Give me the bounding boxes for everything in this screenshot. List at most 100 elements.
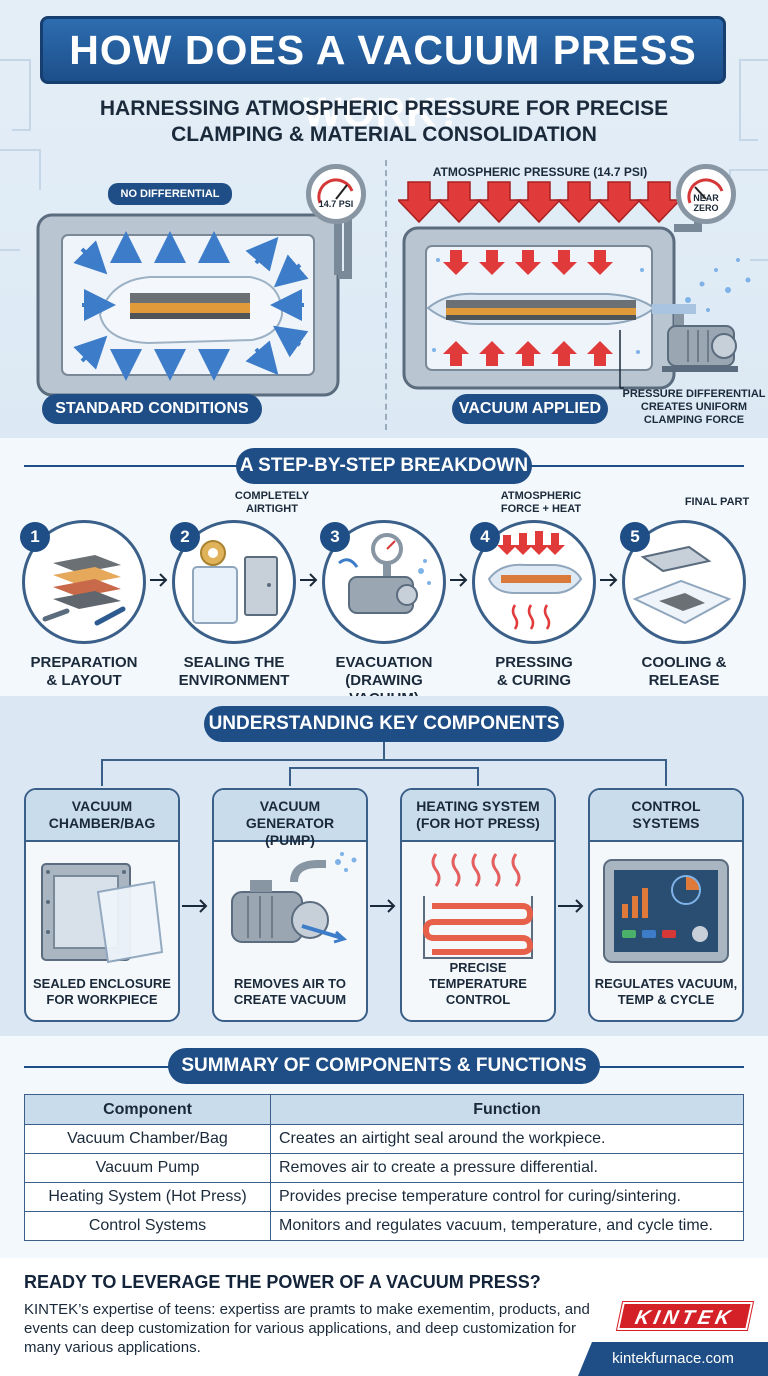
step-2-circle xyxy=(172,520,296,644)
table-header-function: Function xyxy=(270,1094,744,1125)
step-5-label-line-1: COOLING & xyxy=(641,654,727,671)
table-row: Heating System (Hot Press) Provides prec… xyxy=(24,1182,744,1212)
component-control-description: REGULATES VACUUM, TEMP & CYCLE xyxy=(590,976,742,1008)
component-control-title-line-1: CONTROL xyxy=(631,798,701,814)
pressure-differential-callout: PRESSURE DIFFERENTIAL CREATES UNIFORM CL… xyxy=(622,388,766,427)
step-5-label-line-2: RELEASE xyxy=(648,672,720,689)
step-2-number: 2 xyxy=(170,522,200,552)
components-connector-lines xyxy=(101,736,667,786)
component-control-desc-line-1: REGULATES VACUUM, xyxy=(594,976,738,991)
control-panel-icon xyxy=(603,859,729,963)
gauge-right: NEAR ZERO xyxy=(676,164,736,224)
component-heating-title-line-1: HEATING SYSTEM xyxy=(416,798,540,814)
callout-line-2: CREATES UNIFORM xyxy=(640,401,748,413)
vacuum-applied-diagram xyxy=(398,181,751,390)
kintek-logo[interactable]: KINTEK xyxy=(615,1301,755,1331)
step-2-note-line-2: AIRTIGHT xyxy=(246,503,298,515)
summary-heading: SUMMARY OF COMPONENTS & FUNCTIONS xyxy=(168,1048,600,1084)
atmospheric-pressure-label: ATMOSPHERIC PRESSURE (14.7 PSI) xyxy=(432,165,648,179)
step-5-label: COOLING & RELEASE xyxy=(609,654,759,690)
heating-coil-icon xyxy=(422,853,534,959)
table-row: Vacuum Chamber/Bag Creates an airtight s… xyxy=(24,1124,744,1154)
vacuum-pump-icon xyxy=(338,533,431,614)
page-subtitle: HARNESSING ATMOSPHERIC PRESSURE FOR PREC… xyxy=(99,97,669,146)
table-cell-function: Removes air to create a pressure differe… xyxy=(270,1153,744,1183)
sealing-bag-icon xyxy=(192,540,278,624)
table-cell-component: Vacuum Chamber/Bag xyxy=(24,1124,271,1154)
step-4-note-line-1: ATMOSPHERIC xyxy=(500,490,582,502)
step-3-label-line-1: EVACUATION xyxy=(335,654,433,671)
component-card-pump: VACUUM GENERATOR (PUMP) REMOVES AIR TO C… xyxy=(212,788,368,1022)
standard-conditions-diagram xyxy=(36,211,352,397)
component-pump-title-line-1: VACUUM GENERATOR xyxy=(245,798,335,831)
gauge-right-line1: NEAR xyxy=(693,193,719,203)
pressing-heat-icon xyxy=(487,531,583,630)
step-3-circle xyxy=(322,520,446,644)
component-chamber-title-line-2: CHAMBER/BAG xyxy=(48,815,156,831)
step-4-label-line-1: PRESSING xyxy=(495,654,573,671)
component-heating-description: PRECISE TEMPERATURE CONTROL xyxy=(402,960,554,1008)
callout-line-1: PRESSURE DIFFERENTIAL xyxy=(622,388,766,400)
step-1-label: PREPARATION & LAYOUT xyxy=(9,654,159,690)
step-2-note-line-1: COMPLETELY xyxy=(234,490,310,502)
component-pump-title: VACUUM GENERATOR (PUMP) xyxy=(214,790,366,848)
step-1-label-line-1: PREPARATION xyxy=(30,654,138,671)
table-cell-component: Vacuum Pump xyxy=(24,1153,271,1183)
step-2-note: COMPLETELY AIRTIGHT xyxy=(222,490,322,516)
step-3-number: 3 xyxy=(320,522,350,552)
component-heating-desc-line-2: CONTROL xyxy=(445,992,511,1007)
step-4-note: ATMOSPHERIC FORCE + HEAT xyxy=(486,490,596,516)
component-pump-desc-line-1: REMOVES AIR TO xyxy=(234,976,346,991)
cta-body: KINTEK’s expertise of teens: expertiss a… xyxy=(24,1301,590,1356)
table-header-component: Component xyxy=(24,1094,271,1125)
step-2-label-line-1: SEALING THE xyxy=(183,654,285,671)
component-control-desc-line-2: TEMP & CYCLE xyxy=(617,992,715,1007)
component-chamber-desc-line-2: FOR WORKPIECE xyxy=(46,992,158,1007)
component-heating-title: HEATING SYSTEM (FOR HOT PRESS) xyxy=(402,790,554,842)
component-arrows xyxy=(182,899,584,913)
step-4-number: 4 xyxy=(470,522,500,552)
table-cell-function: Creates an airtight seal around the work… xyxy=(270,1124,744,1154)
table-cell-component: Control Systems xyxy=(24,1211,271,1241)
vacuum-applied-label: VACUUM APPLIED xyxy=(452,394,608,424)
components-heading: UNDERSTANDING KEY COMPONENTS xyxy=(204,706,564,742)
table-row: Vacuum Pump Removes air to create a pres… xyxy=(24,1153,744,1183)
component-card-heating: HEATING SYSTEM (FOR HOT PRESS) PRECISE T… xyxy=(400,788,556,1022)
hero-section: HOW DOES A VACUUM PRESS WORK? HARNESSING… xyxy=(0,0,768,438)
steps-heading: A STEP-BY-STEP BREAKDOWN xyxy=(236,448,532,484)
step-1-label-line-2: & LAYOUT xyxy=(46,672,122,689)
component-pump-description: REMOVES AIR TO CREATE VACUUM xyxy=(214,976,366,1008)
step-4-label: PRESSING & CURING xyxy=(459,654,609,690)
gauge-left-reading: 14.7 PSI xyxy=(318,199,354,209)
no-differential-callout: NO DIFFERENTIAL xyxy=(108,183,232,205)
step-arrows xyxy=(150,573,618,587)
table-header-row: Component Function xyxy=(24,1094,744,1125)
step-5-number: 5 xyxy=(620,522,650,552)
component-card-control: CONTROL SYSTEMS REGULATES VACUUM, TEMP &… xyxy=(588,788,744,1022)
component-heating-desc-line-1: PRECISE TEMPERATURE xyxy=(429,960,527,991)
component-chamber-title-line-1: VACUUM xyxy=(71,798,133,814)
component-chamber-title: VACUUM CHAMBER/BAG xyxy=(26,790,178,842)
table-cell-function: Provides precise temperature control for… xyxy=(270,1182,744,1212)
callout-line-3: CLAMPING FORCE xyxy=(643,414,745,426)
gauge-right-line2: ZERO xyxy=(693,203,719,213)
component-control-title-line-2: SYSTEMS xyxy=(632,815,700,831)
component-card-chamber: VACUUM CHAMBER/BAG SEALED ENCLOSURE FOR … xyxy=(24,788,180,1022)
component-chamber-description: SEALED ENCLOSURE FOR WORKPIECE xyxy=(26,976,178,1008)
standard-conditions-label: STANDARD CONDITIONS xyxy=(42,394,262,424)
step-2-label-line-2: ENVIRONMENT xyxy=(178,672,290,689)
table-cell-component: Heating System (Hot Press) xyxy=(24,1182,271,1212)
material-layers-icon xyxy=(42,555,126,626)
cta-title: READY TO LEVERAGE THE POWER OF A VACUUM … xyxy=(24,1272,541,1292)
gauge-left: 14.7 PSI xyxy=(306,164,366,224)
website-link[interactable]: kintekfurnace.com xyxy=(578,1342,768,1376)
page-title: HOW DOES A VACUUM PRESS WORK? xyxy=(40,16,726,135)
vacuum-chamber-icon xyxy=(41,863,164,964)
component-pump-title-line-2: (PUMP) xyxy=(265,832,315,848)
step-2-label: SEALING THE ENVIRONMENT xyxy=(159,654,309,690)
component-chamber-desc-line-1: SEALED ENCLOSURE xyxy=(33,976,171,991)
circuit-decoration xyxy=(0,59,768,261)
final-part-icon xyxy=(632,545,732,625)
step-4-note-line-2: FORCE + HEAT xyxy=(500,503,582,515)
summary-table: Component Function Vacuum Chamber/Bag Cr… xyxy=(24,1094,744,1241)
